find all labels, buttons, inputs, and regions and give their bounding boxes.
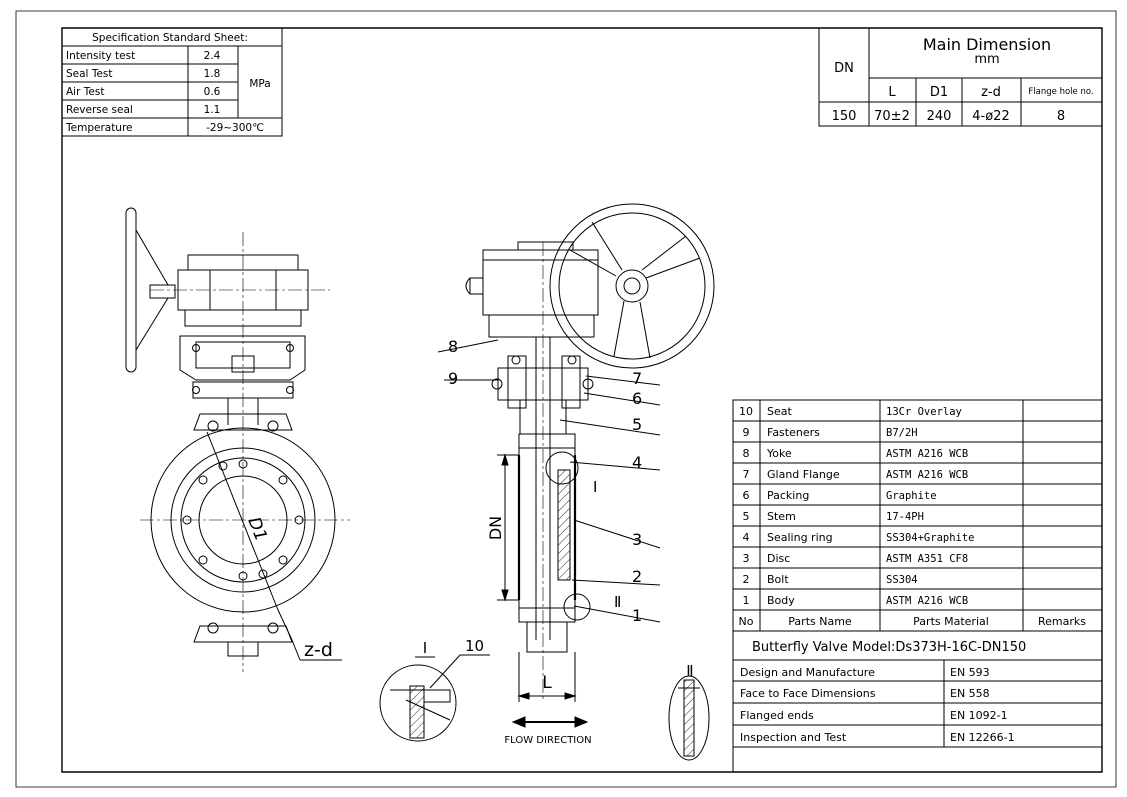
spec-row-name: Reverse seal bbox=[66, 104, 133, 116]
part-material: ASTM A351 CF8 bbox=[886, 553, 968, 565]
spec-sheet-table bbox=[62, 28, 282, 136]
part-no: 9 bbox=[743, 426, 750, 439]
standard-value: EN 12266-1 bbox=[950, 731, 1015, 744]
parts-header-name: Parts Name bbox=[788, 615, 852, 628]
parts-table bbox=[733, 400, 1102, 772]
main-dimension-table bbox=[819, 28, 1102, 126]
dim-value-flange: 8 bbox=[1057, 109, 1065, 124]
spec-row-name: Seal Test bbox=[66, 68, 113, 80]
dim-header-zd: z-d bbox=[981, 85, 1001, 100]
label-l: L bbox=[542, 673, 552, 693]
dim-value-dn: 150 bbox=[832, 109, 857, 124]
part-name: Gland Flange bbox=[767, 468, 840, 481]
standard-name: Design and Manufacture bbox=[740, 666, 875, 679]
dim-value-d1: 240 bbox=[927, 109, 952, 124]
part-name: Sealing ring bbox=[767, 531, 833, 544]
detail-ref-2: Ⅱ bbox=[614, 593, 621, 611]
spec-unit: MPa bbox=[249, 78, 270, 90]
standard-name: Inspection and Test bbox=[740, 731, 847, 744]
dim-unit: mm bbox=[974, 52, 999, 67]
part-no: 10 bbox=[739, 405, 753, 418]
part-material: SS304+Graphite bbox=[886, 532, 975, 544]
callout-8: 8 bbox=[448, 337, 458, 356]
part-no: 5 bbox=[743, 510, 750, 523]
spec-row-value: 0.6 bbox=[204, 86, 221, 98]
part-name: Seat bbox=[767, 405, 792, 418]
standard-value: EN 558 bbox=[950, 687, 990, 700]
part-material: ASTM A216 WCB bbox=[886, 448, 968, 460]
dim-header-dn: DN bbox=[834, 61, 854, 76]
label-zd: z-d bbox=[304, 639, 333, 661]
part-name: Bolt bbox=[767, 573, 789, 586]
callout-5: 5 bbox=[632, 415, 642, 434]
spec-title: Specification Standard Sheet: bbox=[92, 32, 248, 44]
parts-header-remarks: Remarks bbox=[1038, 615, 1086, 628]
spec-row-name: Intensity test bbox=[66, 50, 135, 62]
detail-i-label: I bbox=[423, 639, 427, 657]
section-view bbox=[438, 204, 714, 727]
spec-row-value: 1.1 bbox=[204, 104, 221, 116]
dim-value-l: 70±2 bbox=[874, 109, 910, 124]
dim-header-flange: Flange hole no. bbox=[1028, 87, 1093, 97]
part-no: 8 bbox=[743, 447, 750, 460]
detail-i bbox=[380, 655, 490, 741]
callout-1: 1 bbox=[632, 606, 642, 625]
part-no: 3 bbox=[743, 552, 750, 565]
spec-row-value: -29~300℃ bbox=[206, 122, 264, 134]
part-no: 6 bbox=[743, 489, 750, 502]
part-material: Graphite bbox=[886, 490, 937, 502]
parts-header-material: Parts Material bbox=[913, 615, 989, 628]
callout-7: 7 bbox=[632, 369, 642, 388]
callout-9: 9 bbox=[448, 369, 458, 388]
part-material: ASTM A216 WCB bbox=[886, 595, 968, 607]
spec-row-value: 2.4 bbox=[204, 50, 221, 62]
part-material: 17-4PH bbox=[886, 511, 924, 523]
dim-header-d1: D1 bbox=[930, 85, 948, 100]
standard-value: EN 1092-1 bbox=[950, 709, 1008, 722]
callout-6: 6 bbox=[632, 389, 642, 408]
dim-value-zd: 4-ø22 bbox=[972, 109, 1009, 124]
part-material: B7/2H bbox=[886, 427, 918, 439]
spec-row-value: 1.8 bbox=[204, 68, 221, 80]
spec-row-name: Air Test bbox=[66, 86, 104, 98]
part-name: Fasteners bbox=[767, 426, 820, 439]
parts-header-no: No bbox=[739, 615, 754, 628]
callout-10: 10 bbox=[465, 637, 484, 655]
callout-2: 2 bbox=[632, 567, 642, 586]
part-no: 7 bbox=[743, 468, 750, 481]
part-name: Body bbox=[767, 594, 795, 607]
part-material: SS304 bbox=[886, 574, 918, 586]
outer-border bbox=[16, 11, 1116, 787]
part-material: ASTM A216 WCB bbox=[886, 469, 968, 481]
detail-ii-label: Ⅱ bbox=[686, 662, 693, 680]
valve-model: Butterfly Valve Model:Ds373H-16C-DN150 bbox=[752, 640, 1026, 655]
spec-row-name: Temperature bbox=[65, 122, 133, 134]
label-dn: DN bbox=[486, 516, 505, 540]
standard-name: Face to Face Dimensions bbox=[740, 687, 876, 700]
dim-header-l: L bbox=[888, 85, 896, 100]
part-no: 1 bbox=[743, 594, 750, 607]
part-name: Yoke bbox=[766, 447, 792, 460]
dim-title: Main Dimension bbox=[923, 35, 1051, 54]
part-material: 13Cr Overlay bbox=[886, 406, 962, 418]
callout-4: 4 bbox=[632, 453, 642, 472]
standard-name: Flanged ends bbox=[740, 709, 814, 722]
part-no: 2 bbox=[743, 573, 750, 586]
detail-ref-1: I bbox=[593, 478, 597, 496]
standard-value: EN 593 bbox=[950, 666, 990, 679]
label-flow-direction: FLOW DIRECTION bbox=[504, 735, 591, 746]
part-name: Stem bbox=[767, 510, 796, 523]
detail-ii bbox=[669, 676, 709, 760]
label-d1: D1 bbox=[243, 514, 270, 544]
callout-3: 3 bbox=[632, 530, 642, 549]
part-name: Disc bbox=[767, 552, 790, 565]
part-no: 4 bbox=[743, 531, 750, 544]
front-view bbox=[126, 208, 350, 672]
part-name: Packing bbox=[767, 489, 809, 502]
